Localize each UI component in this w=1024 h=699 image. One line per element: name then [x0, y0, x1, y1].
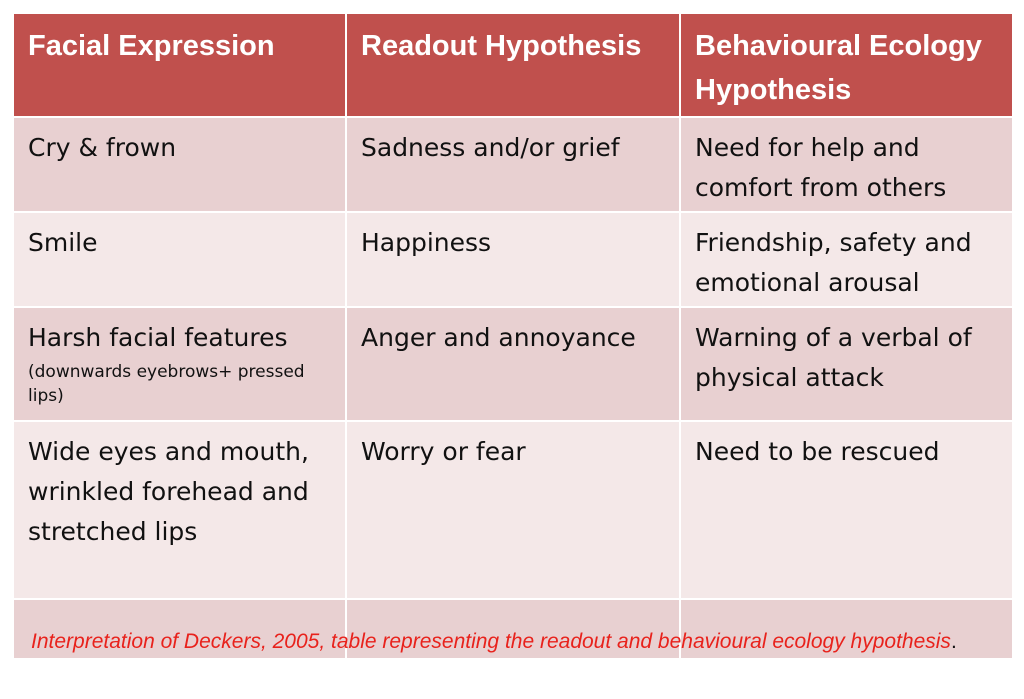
cell-expression: Wide eyes and mouth, wrinkled forehead a…: [12, 420, 347, 600]
header-facial-expression: Facial Expression: [12, 12, 347, 118]
cell-readout: Sadness and/or grief: [345, 116, 681, 213]
table-row: Wide eyes and mouth, wrinkled forehead a…: [12, 420, 1014, 600]
cell-ecology: [679, 598, 1014, 660]
cell-ecology: Need to be rescued: [679, 420, 1014, 600]
table-row: Smile Happiness Friendship, safety and e…: [12, 211, 1014, 308]
cell-ecology: Warning of a verbal of physical attack: [679, 306, 1014, 422]
caption-text: Interpretation of Deckers, 2005, table r…: [31, 630, 951, 653]
expression-text: Harsh facial features: [28, 323, 288, 352]
cell-expression: [12, 598, 347, 660]
header-readout-hypothesis: Readout Hypothesis: [345, 12, 681, 118]
table-row: Harsh facial features (downwards eyebrow…: [12, 306, 1014, 422]
cell-readout: Anger and annoyance: [345, 306, 681, 422]
caption-end-mark: .: [950, 630, 957, 653]
cell-expression: Cry & frown: [12, 116, 347, 213]
expression-text: Cry & frown: [28, 133, 177, 162]
expression-note: (downwards eyebrows+ pressed lips): [28, 362, 305, 406]
expression-text: Wide eyes and mouth, wrinkled forehead a…: [28, 437, 309, 546]
header-behavioural-ecology-hypothesis: Behavioural Ecology Hypothesis: [679, 12, 1014, 118]
table-row: Cry & frown Sadness and/or grief Need fo…: [12, 116, 1014, 213]
cell-expression: Smile: [12, 211, 347, 308]
table-caption: Interpretation of Deckers, 2005, table r…: [31, 626, 991, 658]
cell-expression: Harsh facial features (downwards eyebrow…: [12, 306, 347, 422]
cell-readout: Worry or fear: [345, 420, 681, 600]
cell-readout: Happiness: [345, 211, 681, 308]
table-header-row: Facial Expression Readout Hypothesis Beh…: [12, 12, 1014, 118]
cell-ecology: Need for help and comfort from others: [679, 116, 1014, 213]
expression-hypothesis-table: Facial Expression Readout Hypothesis Beh…: [12, 12, 1014, 660]
table-row-empty: [12, 598, 1014, 660]
cell-readout: [345, 598, 681, 660]
expression-text: Smile: [28, 228, 98, 257]
cell-ecology: Friendship, safety and emotional arousal: [679, 211, 1014, 308]
